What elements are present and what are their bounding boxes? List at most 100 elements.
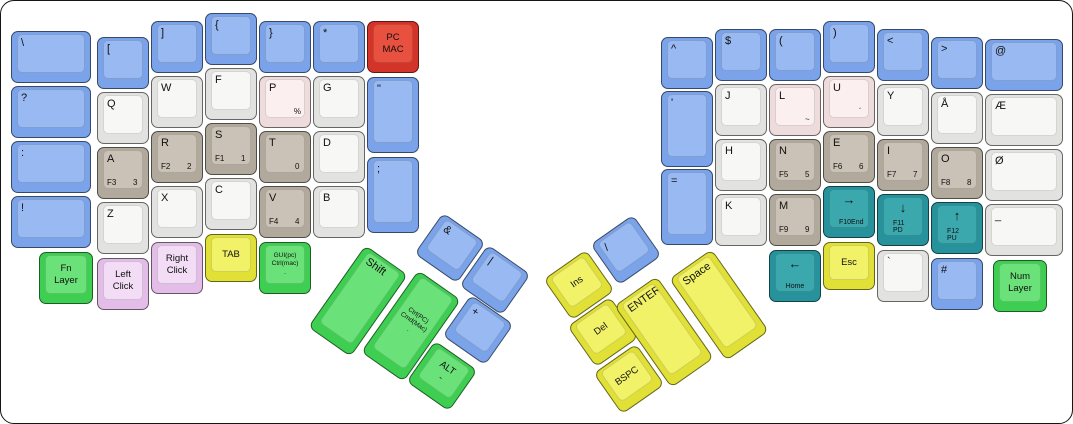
- key-w[interactable]: W: [151, 76, 203, 128]
- key-backtick[interactable]: `: [877, 250, 929, 302]
- keycap-lparen: (: [775, 32, 815, 71]
- key-aring[interactable]: Å: [931, 92, 983, 144]
- key-lbrace[interactable]: {: [205, 13, 257, 65]
- key-gui[interactable]: GUI(pc)Ctrl(mac).: [259, 242, 311, 294]
- keycap-tab: TAB: [211, 237, 251, 272]
- keycap-d: D: [319, 134, 359, 173]
- keycap-dquote: ": [373, 80, 413, 143]
- key-dquote[interactable]: ": [367, 77, 419, 153]
- key-y[interactable]: Y: [877, 84, 929, 136]
- key-f10-end[interactable]: →F10End: [823, 186, 875, 238]
- key-oslash[interactable]: Ø: [985, 149, 1063, 201]
- key-backslash[interactable]: \: [11, 31, 91, 83]
- key-apostrophe[interactable]: ': [661, 91, 713, 167]
- keycap-slash: /: [596, 220, 651, 274]
- keycap-alt: ALT-: [417, 346, 472, 400]
- keycap-j: J: [721, 87, 761, 126]
- keycap-ae: Æ: [991, 97, 1057, 136]
- key-c[interactable]: C: [205, 178, 257, 230]
- key-dollar[interactable]: $: [715, 29, 767, 81]
- key-underscore[interactable]: _: [985, 204, 1063, 256]
- keycap-f10-end: →F10End: [829, 189, 869, 228]
- key-b[interactable]: B: [313, 186, 365, 238]
- key-equals[interactable]: =: [661, 169, 713, 245]
- keycap-oslash: Ø: [991, 152, 1057, 191]
- key-esc[interactable]: Esc: [823, 242, 875, 290]
- key-lparen[interactable]: (: [769, 29, 821, 81]
- keycap-u: U´: [829, 79, 869, 118]
- key-home[interactable]: ←Home: [769, 250, 821, 302]
- key-tab[interactable]: TAB: [205, 234, 257, 282]
- keycap-h: H: [721, 142, 761, 181]
- key-p[interactable]: P%: [259, 76, 311, 128]
- key-rbracket[interactable]: ]: [151, 21, 203, 73]
- keycap-equals: =: [667, 172, 707, 235]
- key-rparen[interactable]: ): [823, 21, 875, 73]
- keycap-f: F: [211, 71, 251, 110]
- key-f11-pgdn[interactable]: ↓F11 PD: [877, 194, 929, 246]
- keycap-star: *: [319, 24, 359, 63]
- key-question[interactable]: ?: [11, 86, 91, 138]
- key-hash[interactable]: #: [931, 258, 983, 310]
- key-less-than[interactable]: <: [877, 29, 929, 81]
- key-k[interactable]: K: [715, 194, 767, 246]
- key-f[interactable]: F: [205, 68, 257, 120]
- key-exclam[interactable]: !: [11, 196, 91, 248]
- key-colon[interactable]: :: [11, 141, 91, 193]
- keycap-g: G: [319, 79, 359, 118]
- keycap-underscore: _: [991, 207, 1057, 246]
- key-q[interactable]: Q: [97, 92, 149, 144]
- keycap-aring: Å: [937, 95, 977, 134]
- key-ae[interactable]: Æ: [985, 94, 1063, 146]
- keycap-ampersand: &: [425, 218, 480, 272]
- key-caret[interactable]: ^: [661, 37, 713, 89]
- keycap-greater-than: >: [937, 40, 977, 79]
- key-l[interactable]: L~: [769, 84, 821, 136]
- key-at[interactable]: @: [985, 39, 1063, 91]
- key-f12-pgup[interactable]: ↑F12 PU: [931, 202, 983, 254]
- key-d[interactable]: D: [313, 131, 365, 183]
- keycap-p: P%: [265, 79, 305, 118]
- key-semicolon[interactable]: ;: [367, 157, 419, 233]
- keycap-home: ←Home: [775, 253, 815, 292]
- key-h[interactable]: H: [715, 139, 767, 191]
- key-rbrace[interactable]: }: [259, 21, 311, 73]
- keycap-backslash: \: [17, 34, 85, 73]
- key-x[interactable]: X: [151, 186, 203, 238]
- key-greater-than[interactable]: >: [931, 37, 983, 89]
- key-g[interactable]: G: [313, 76, 365, 128]
- key-lbracket[interactable]: [: [97, 37, 149, 89]
- keycap-hash: #: [937, 261, 977, 300]
- keycap-dollar: $: [721, 32, 761, 71]
- keycap-lbrace: {: [211, 16, 251, 55]
- key-u[interactable]: U´: [823, 76, 875, 128]
- keycap-ins: Ins: [549, 255, 604, 309]
- key-z[interactable]: Z: [97, 202, 149, 254]
- keycap-apostrophe: ': [667, 94, 707, 157]
- key-star[interactable]: *: [313, 21, 365, 73]
- key-j[interactable]: J: [715, 84, 767, 136]
